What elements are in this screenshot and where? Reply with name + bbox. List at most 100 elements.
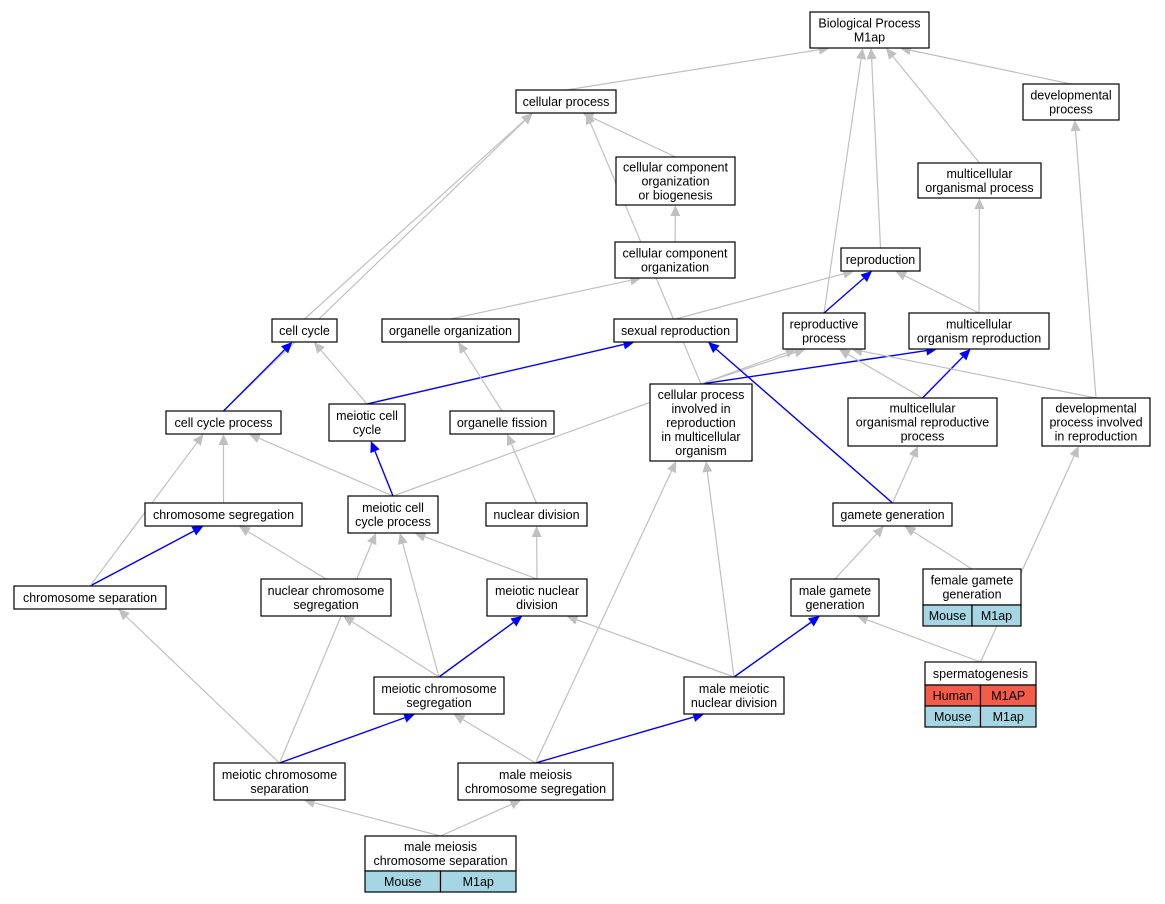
edge-nuclear-division-to-organelle-fission — [506, 434, 538, 504]
edge-dpir-to-reproductive-process — [851, 346, 1097, 399]
arrowhead-icon — [793, 347, 806, 358]
term-box — [832, 502, 953, 527]
term-node-organelle-organization[interactable]: organelle organization — [381, 318, 520, 343]
term-label-line: cellular process — [523, 95, 610, 109]
edge-mccp-to-cell-cycle-process — [248, 433, 394, 497]
edge-mcsep-to-mccp — [278, 533, 377, 764]
arrowhead-icon — [521, 113, 533, 125]
edge-mmcseg-to-mmnd — [535, 712, 705, 764]
term-label-line: or biogenesis — [638, 189, 712, 203]
edge-mmcseg-to-mcs — [453, 714, 536, 764]
term-node-reproduction[interactable]: reproduction — [840, 247, 921, 272]
arrowhead-icon — [248, 433, 262, 443]
edge-line — [1074, 130, 1097, 399]
organism-label: Human — [933, 689, 973, 703]
term-label-line: sexual reproduction — [621, 324, 730, 338]
arrowhead-icon — [838, 349, 851, 359]
term-label-line: meiotic chromosome — [222, 768, 337, 782]
edge-line — [392, 352, 787, 497]
edge-line — [440, 803, 512, 837]
term-label-line: meiotic cell — [362, 501, 424, 515]
organism-label: Mouse — [934, 710, 972, 724]
edge-line — [89, 442, 198, 587]
term-label-line: reproduction — [666, 416, 736, 430]
term-box — [373, 676, 505, 715]
term-label-line: developmental — [1055, 402, 1136, 416]
edge-line — [278, 542, 373, 764]
edge-line — [700, 349, 927, 385]
edge-mnd-to-mccp — [414, 532, 538, 580]
edge-mmnd-to-mnd — [566, 615, 735, 678]
edge-line — [320, 349, 368, 405]
term-box — [485, 502, 588, 527]
edge-spermatogenesis-to-dpir — [979, 446, 1079, 663]
term-node-chromosome-separation[interactable]: chromosome separation — [13, 585, 167, 610]
term-box — [347, 495, 439, 534]
edge-line — [675, 273, 844, 320]
term-label-line: cellular component — [623, 161, 728, 175]
edge-line — [374, 450, 394, 497]
edge-line — [823, 277, 865, 314]
term-label-line: chromosome segregation — [465, 782, 606, 796]
term-box — [1022, 83, 1120, 121]
term-label-line: nuclear chromosome — [268, 584, 385, 598]
term-label-line: chromosome segregation — [153, 508, 294, 522]
term-label-line: cellular component — [623, 247, 728, 261]
edge-line — [592, 117, 676, 158]
edge-meiotic-cell-cycle-to-sexual-reproduction — [366, 339, 635, 405]
edge-line — [847, 354, 923, 399]
arrowhead-icon — [218, 434, 229, 445]
edge-layer — [89, 44, 1097, 837]
term-node-gamete-generation[interactable]: gamete generation — [832, 502, 953, 527]
term-label-line: organization — [641, 261, 709, 275]
term-node-sexual-reproduction[interactable]: sexual reproduction — [613, 318, 738, 343]
term-label-line: meiotic cell — [336, 409, 398, 423]
term-label-line: organismal process — [925, 181, 1033, 195]
term-node-cellular-process[interactable]: cellular process — [515, 89, 617, 114]
gene-symbol-label: M1ap — [993, 710, 1024, 724]
edge-mor-to-multicellular-organismal-process — [974, 198, 985, 314]
term-label-line: cell cycle — [279, 324, 330, 338]
term-node-organelle-fission[interactable]: organelle fission — [449, 410, 555, 435]
term-node-cell-cycle-process[interactable]: cell cycle process — [165, 410, 282, 435]
arrowhead-icon — [342, 616, 355, 627]
term-box — [271, 318, 338, 343]
arrowhead-icon — [908, 446, 919, 459]
term-node-cell-cycle[interactable]: cell cycle — [271, 318, 338, 343]
mouse-annotation-cell — [971, 604, 1022, 627]
term-label-line: nuclear division — [493, 508, 579, 522]
arrowhead-icon — [670, 205, 681, 217]
edge-developmental-process-to-bp — [899, 45, 1072, 85]
term-label-line: multicellular — [946, 318, 1012, 332]
edge-mnd-to-nuclear-division — [531, 526, 542, 580]
arrowhead-icon — [531, 526, 542, 538]
term-node-chromosome-segregation[interactable]: chromosome segregation — [144, 502, 303, 527]
edge-mccp-to-reproductive-process — [392, 348, 797, 497]
arrowhead-icon — [708, 342, 720, 354]
gene-symbol-label: M1AP — [991, 689, 1025, 703]
term-node-nuclear-division[interactable]: nuclear division — [485, 502, 588, 527]
term-box — [213, 762, 346, 801]
